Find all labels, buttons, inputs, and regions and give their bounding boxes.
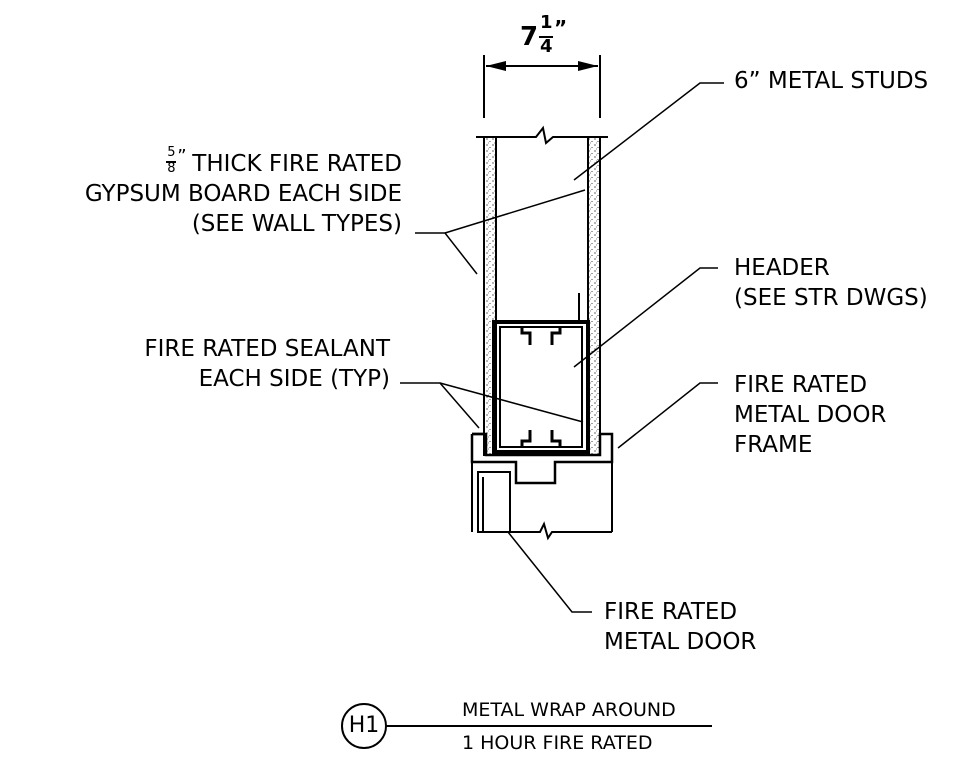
- callout-text: FIRE RATED: [734, 372, 868, 398]
- callout-text: METAL DOOR: [604, 629, 757, 655]
- leader-lines: [400, 82, 724, 613]
- callout-text: FRAME: [734, 432, 813, 458]
- callout-text: HEADER: [734, 255, 830, 281]
- leader-header: [573, 267, 718, 368]
- leader-gypsum-2: [444, 189, 586, 234]
- top-break-line: [476, 125, 608, 145]
- dimension-label: 7 1 4 ”: [520, 12, 572, 62]
- callout-fire-sealant: FIRE RATED SEALANT EACH SIDE (TYP): [80, 334, 390, 394]
- callout-metal-door: FIRE RATED METAL DOOR: [604, 597, 756, 657]
- detail-subtitle: 1 HOUR FIRE RATED: [462, 732, 653, 754]
- leader-frame: [617, 382, 718, 449]
- detail-title: METAL WRAP AROUND: [462, 699, 676, 721]
- dimension-denominator: 4: [540, 36, 553, 57]
- dimension-unit: ”: [554, 16, 568, 40]
- dimension-numerator: 1: [540, 12, 553, 33]
- callout-text: THICK FIRE RATED: [192, 151, 402, 177]
- callout-metal-studs: 6” METAL STUDS: [734, 66, 928, 96]
- detail-id: H1: [348, 713, 380, 738]
- callout-door-frame: FIRE RATED METAL DOOR FRAME: [734, 370, 886, 460]
- metal-door: [471, 462, 613, 541]
- callout-text: METAL DOOR: [734, 402, 887, 428]
- dimension-fraction-bar: [539, 36, 553, 38]
- header-section: [492, 293, 590, 454]
- callout-text: FIRE RATED: [604, 599, 738, 625]
- dimension-line: [483, 55, 601, 118]
- callout-gypsum-board: 5 8 ” THICK FIRE RATED GYPSUM BOARD EACH…: [50, 145, 402, 239]
- gypsum-fraction: 5 8 ”: [166, 145, 187, 176]
- callout-text: FIRE RATED SEALANT: [144, 336, 390, 362]
- callout-text: (SEE STR DWGS): [734, 285, 928, 311]
- callout-text: 6” METAL STUDS: [734, 68, 929, 94]
- dimension-whole: 7: [520, 22, 539, 52]
- callout-text: EACH SIDE (TYP): [198, 366, 390, 392]
- leader-sealant-2: [439, 382, 584, 423]
- title-block: [341, 703, 712, 749]
- leader-studs: [573, 82, 724, 181]
- callout-text: GYPSUM BOARD EACH SIDE: [84, 181, 402, 207]
- callout-header: HEADER (SEE STR DWGS): [734, 253, 928, 313]
- leader-gypsum: [415, 232, 478, 275]
- leader-door: [507, 531, 592, 613]
- callout-text: (SEE WALL TYPES): [191, 211, 402, 237]
